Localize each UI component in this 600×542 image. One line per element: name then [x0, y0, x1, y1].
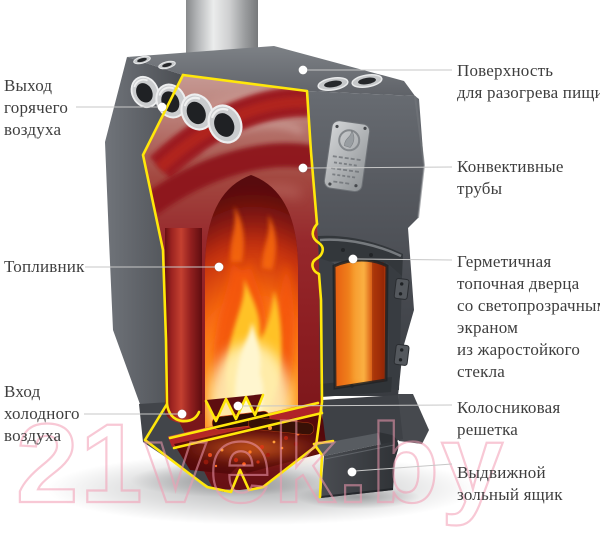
callout-text-line: воздуха: [4, 120, 62, 139]
callout-text-line: Выход: [4, 76, 53, 95]
brand-plaque-icon: [323, 120, 371, 193]
callout-firebox-door: Герметичная топочная дверца со светопроз…: [457, 251, 600, 383]
callout-markers: [157, 65, 358, 477]
marker-dot-ash-drawer: [347, 467, 357, 477]
callout-text-line: топочная дверца: [457, 274, 580, 293]
marker-dot-convective-tubes: [298, 163, 308, 173]
callout-line-ash-drawer: [354, 463, 453, 472]
callout-text-line: Герметичная: [457, 252, 552, 271]
callout-text-line: горячего: [4, 98, 69, 117]
callout-text-line: Топливник: [4, 257, 85, 276]
callout-text-line: воздуха: [4, 426, 62, 445]
marker-dot-hot-air: [157, 102, 167, 112]
door-hinge-icon: [393, 344, 410, 366]
hot-air-openings-icon: [130, 75, 243, 144]
marker-dot-cold-air: [177, 409, 187, 419]
callout-text-line: Конвективные: [457, 157, 564, 176]
firebox-door: [318, 235, 410, 397]
callout-text-line: экраном: [457, 318, 519, 337]
marker-dot-cooking-surface: [298, 65, 308, 75]
callout-text-line: со светопрозрачным: [457, 296, 600, 315]
callout-line-convective-tubes: [305, 166, 453, 169]
callout-text-line: решетка: [457, 420, 519, 439]
callout-line-door: [355, 258, 453, 261]
marker-dot-door: [348, 254, 358, 264]
callout-hot-air-outlet: Выход горячего воздуха: [4, 75, 68, 141]
callout-cooking-surface: Поверхность для разогрева пищи: [457, 60, 600, 104]
door-hinge-icon: [393, 278, 410, 300]
callout-text-line: для разогрева пищи: [457, 83, 600, 102]
callout-text-line: Поверхность: [457, 61, 554, 80]
callout-text-line: трубы: [457, 179, 503, 198]
firebox-interior: [205, 175, 298, 442]
callout-lines: [76, 69, 453, 472]
callout-grate: Колосниковая решетка: [457, 397, 560, 441]
callout-text-line: из жаростойкого: [457, 340, 581, 359]
cooking-surface-openings-icon: [133, 55, 383, 91]
callout-text-line: Колосниковая: [457, 398, 561, 417]
cutaway-outline: [141, 73, 335, 499]
ash-drawer: [314, 432, 399, 498]
callout-text-line: стекла: [457, 362, 506, 381]
callout-line-grate: [240, 404, 453, 407]
ember-dots: [203, 426, 312, 468]
callout-text-line: холодного: [4, 404, 80, 423]
marker-dot-grate: [233, 401, 243, 411]
callout-ash-drawer: Выдвижной зольный ящик: [457, 462, 563, 506]
marker-dot-firebox: [214, 262, 224, 272]
callout-firebox: Топливник: [4, 256, 85, 278]
callout-text-line: Вход: [4, 382, 41, 401]
callout-text-line: Выдвижной: [457, 463, 546, 482]
callout-cold-air-inlet: Вход холодного воздуха: [4, 381, 80, 447]
callout-convective-tubes: Конвективные трубы: [457, 156, 564, 200]
callout-text-line: зольный ящик: [457, 485, 563, 504]
